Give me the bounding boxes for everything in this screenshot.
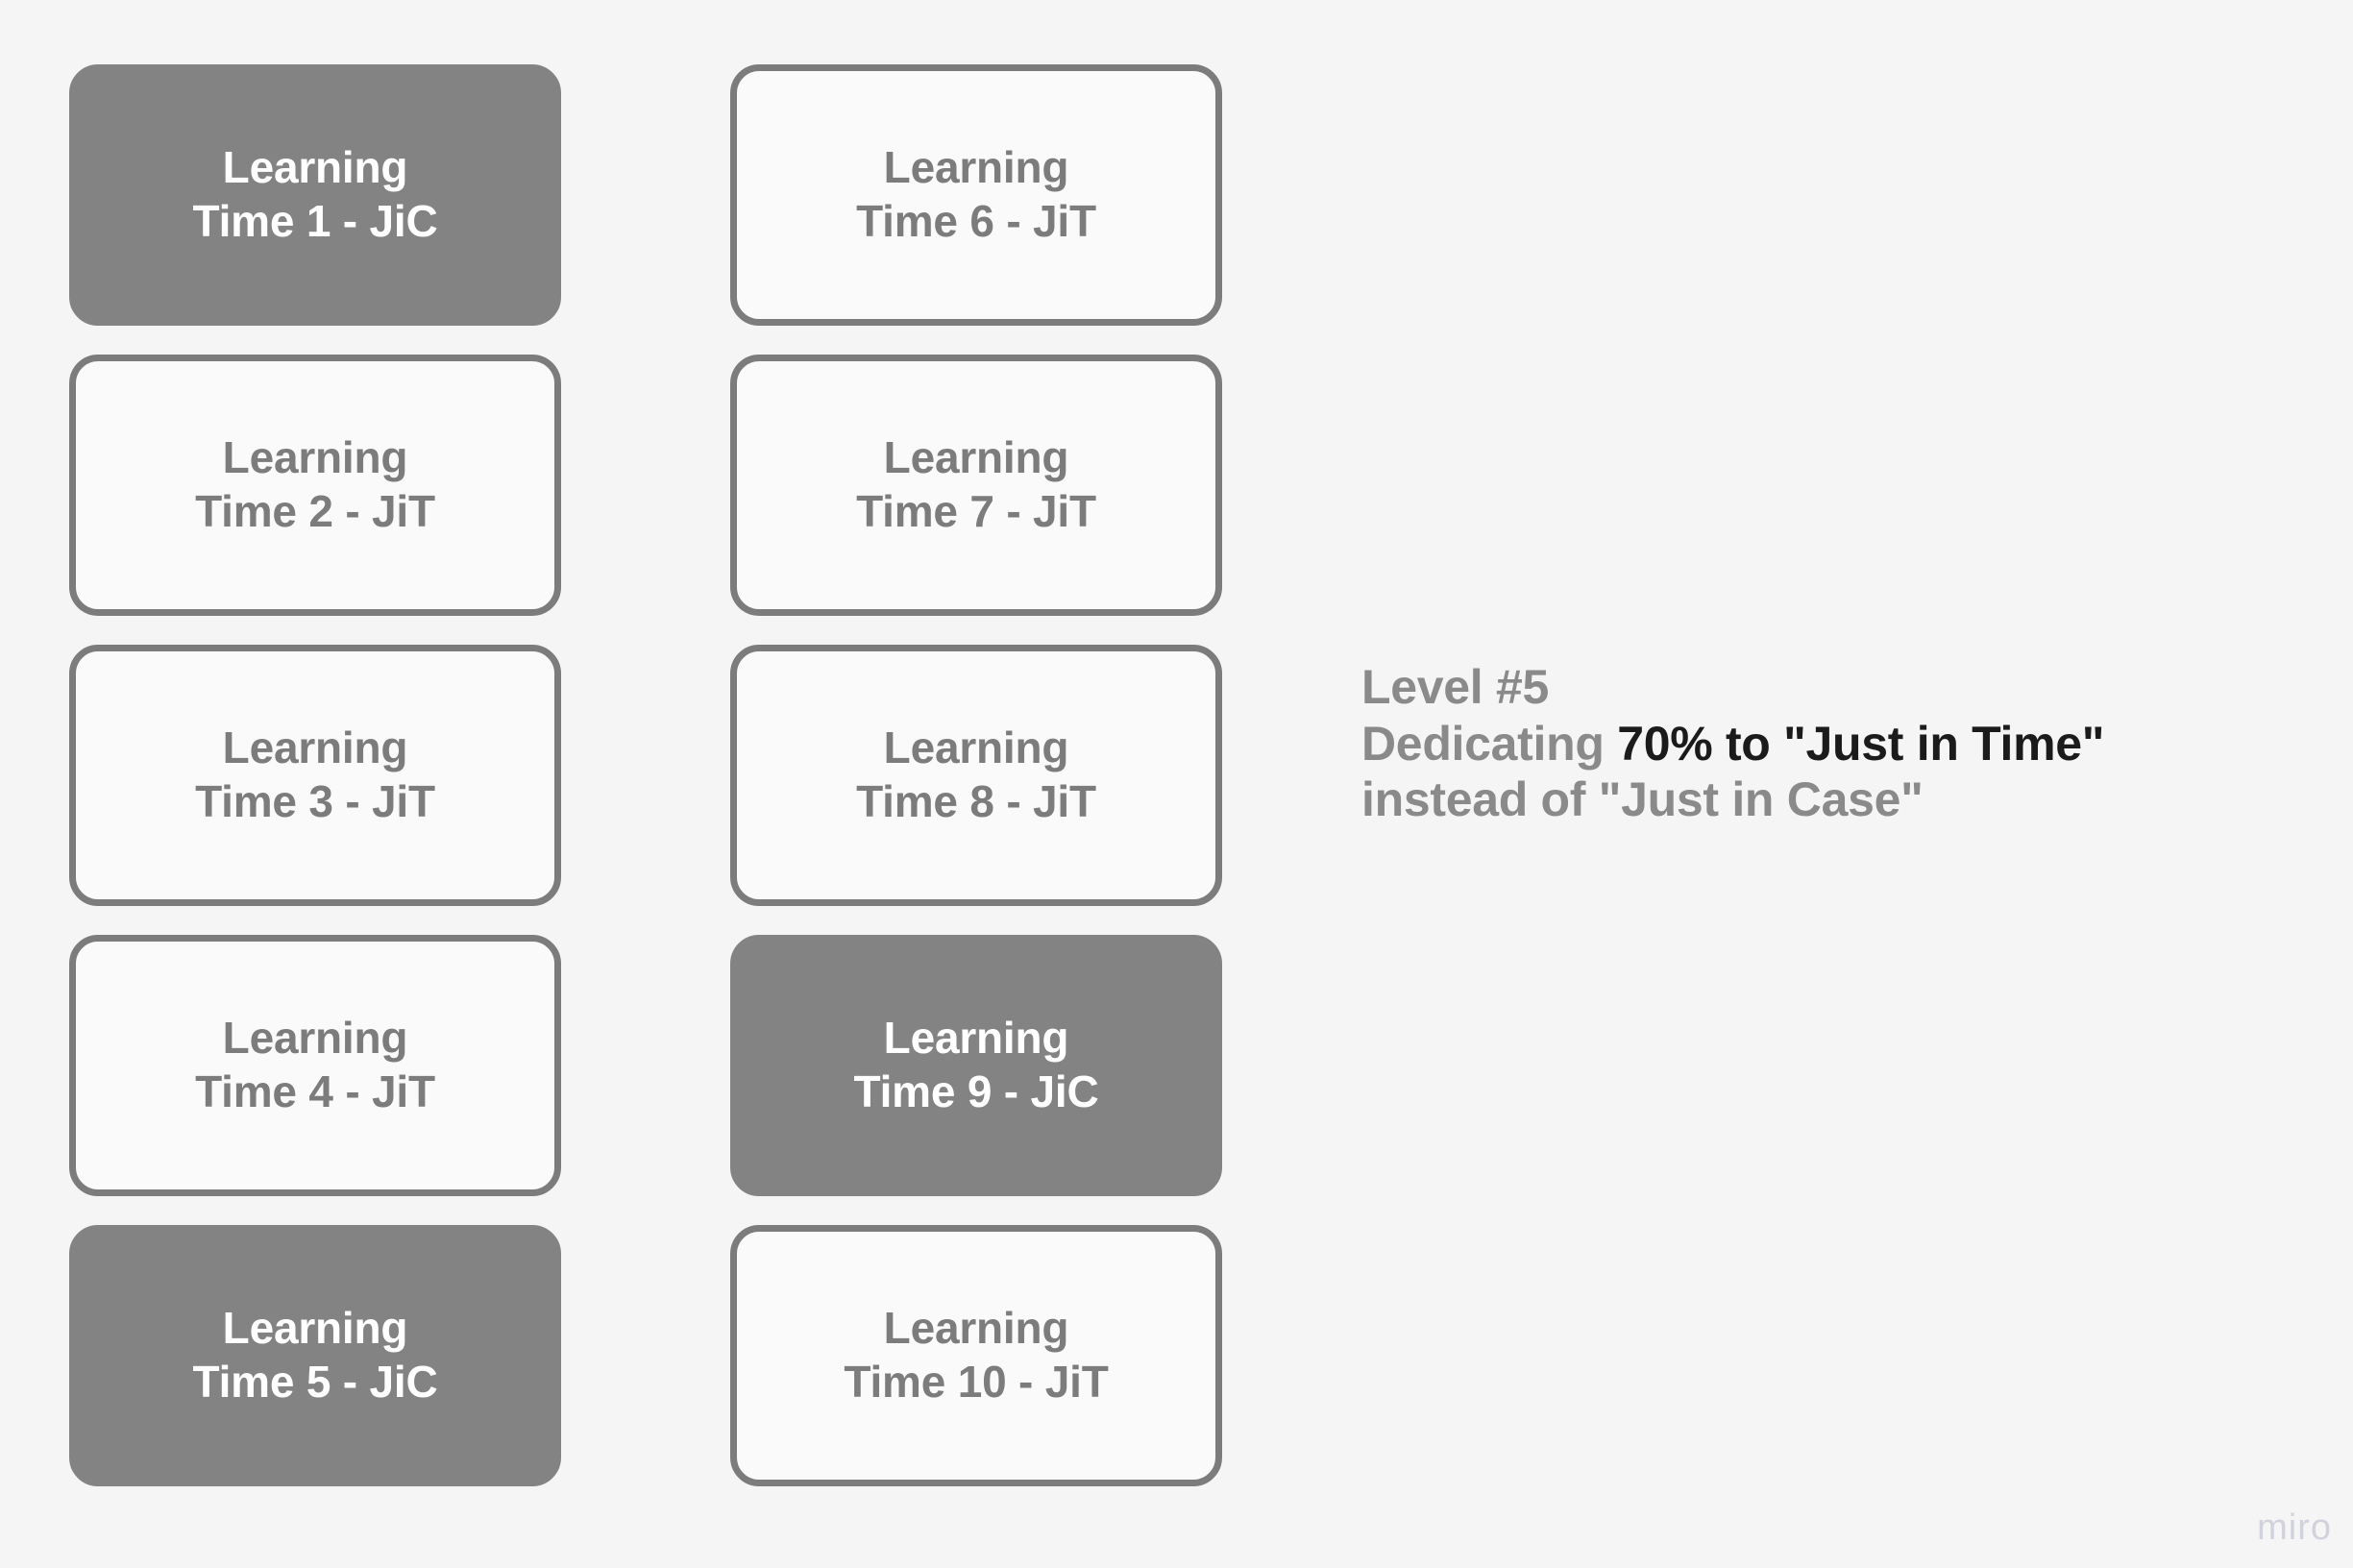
card-subtitle-line: Time 3 - JiT xyxy=(195,776,435,826)
card-subtitle-line: Time 4 - JiT xyxy=(195,1066,435,1116)
miro-watermark: miro xyxy=(2257,1507,2332,1548)
card-subtitle-line: Time 8 - JiT xyxy=(856,776,1096,826)
annotation-dedicating-prefix: Dedicating xyxy=(1361,716,1618,771)
annotation-instead-line: instead of "Just in Case" xyxy=(1361,772,1924,826)
card-subtitle-line: Time 6 - JiT xyxy=(856,196,1096,246)
card-title-line: Learning xyxy=(222,1013,408,1064)
card-title-line: Learning xyxy=(883,1013,1069,1064)
card-title-line: Learning xyxy=(222,432,408,483)
card-title-line: Learning xyxy=(222,1303,408,1354)
annotation-dedicating-emphasis: 70% to "Just in Time" xyxy=(1617,716,2105,771)
card-subtitle-line: Time 2 - JiT xyxy=(195,486,435,536)
annotation-dedicating-line: Dedicating 70% to "Just in Time" xyxy=(1361,716,2322,772)
card-subtitle-line: Time 9 - JiC xyxy=(853,1066,1099,1116)
card-title-line: Learning xyxy=(222,723,408,773)
card-subtitle-line: Time 1 - JiC xyxy=(192,196,438,246)
card-subtitle-line: Time 10 - JiT xyxy=(844,1357,1109,1407)
annotation-level-label: Level #5 xyxy=(1361,660,1549,714)
card-title-line: Learning xyxy=(883,142,1069,193)
card-title-line: Learning xyxy=(883,432,1069,483)
card-subtitle-line: Time 5 - JiC xyxy=(192,1357,438,1407)
annotation-text-block: Level #5 Dedicating 70% to "Just in Time… xyxy=(1361,659,2322,828)
card-title-line: Learning xyxy=(883,723,1069,773)
card-title-line: Learning xyxy=(883,1303,1069,1354)
card-title-line: Learning xyxy=(222,142,408,193)
card-subtitle-line: Time 7 - JiT xyxy=(856,486,1096,536)
